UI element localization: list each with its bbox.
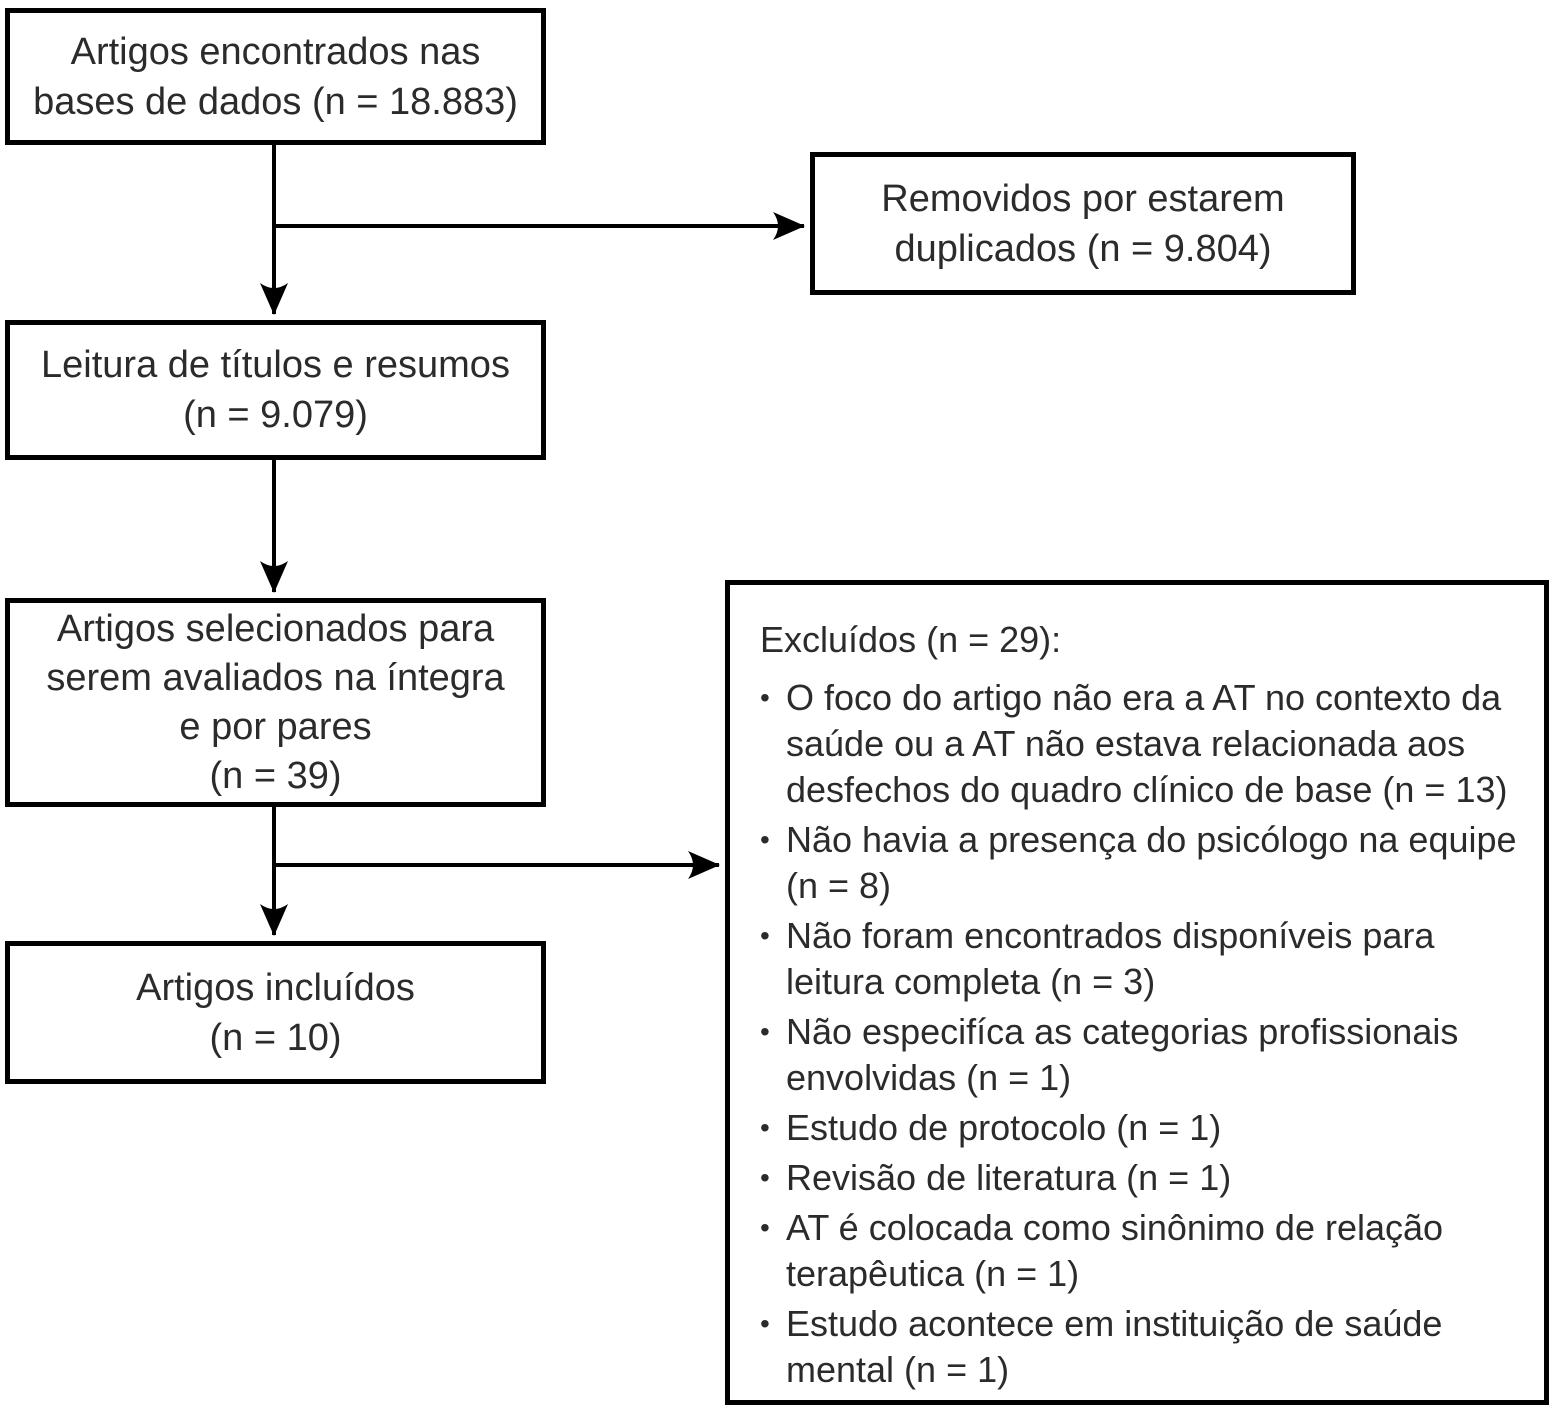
box-text-line: Artigos encontrados nas <box>70 30 481 73</box>
box-text-line: duplicados (n = 9.804) <box>894 227 1272 270</box>
bullet-icon: • <box>760 1212 770 1243</box>
box-articles-found: Artigos encontrados nas bases de dados (… <box>5 8 546 145</box>
box-fulltext-assessed: Artigos selecionados para serem avaliado… <box>5 598 546 807</box>
box-text-line: Artigos incluídos <box>136 966 415 1009</box>
box-text-line: (n = 39) <box>209 754 342 797</box>
exclusion-item-text: AT é colocada como sinônimo de relação t… <box>786 1207 1444 1294</box>
box-text-line: Removidos por estarem <box>881 177 1285 220</box>
exclusion-item-text: Estudo acontece em instituição de saúde … <box>786 1303 1443 1390</box>
bullet-icon: • <box>760 1308 770 1339</box>
exclusion-item: • Estudo de protocolo (n = 1) <box>760 1105 1526 1151</box>
exclusion-item-text: O foco do artigo não era a AT no context… <box>786 677 1508 810</box>
box-text-line: serem avaliados na íntegra <box>46 656 505 699</box>
bullet-icon: • <box>760 824 770 855</box>
exclusion-item: • O foco do artigo não era a AT no conte… <box>760 675 1526 813</box>
exclusion-item-text: Estudo de protocolo (n = 1) <box>786 1107 1222 1148</box>
exclusion-item: • Não havia a presença do psicólogo na e… <box>760 817 1526 909</box>
exclusion-item: • Revisão de literatura (n = 1) <box>760 1155 1526 1201</box>
box-text-line: (n = 10) <box>209 1016 342 1059</box>
exclusion-item-text: Não especifíca as categorias profissiona… <box>786 1011 1459 1098</box>
exclusion-item: • AT é colocada como sinônimo de relação… <box>760 1205 1526 1297</box>
box-text-line: e por pares <box>179 705 372 748</box>
box-text-line: Artigos selecionados para <box>56 607 495 650</box>
bullet-icon: • <box>760 682 770 713</box>
exclusion-item: • Estudo acontece em instituição de saúd… <box>760 1301 1526 1393</box>
exclusions-title: Excluídos (n = 29): <box>760 619 1062 660</box>
box-text-line: Leitura de títulos e resumos <box>41 344 510 386</box>
bullet-icon: • <box>760 1016 770 1047</box>
exclusion-item-text: Não havia a presença do psicólogo na equ… <box>786 819 1517 906</box>
box-duplicates-removed: Removidos por estarem duplicados (n = 9.… <box>810 152 1356 295</box>
box-titles-abstracts-read: Leitura de títulos e resumos (n = 9.079) <box>5 320 546 460</box>
exclusion-item-text: Revisão de literatura (n = 1) <box>786 1157 1232 1198</box>
bullet-icon: • <box>760 1162 770 1193</box>
exclusion-item-text: Não foram encontrados disponíveis para l… <box>786 915 1435 1002</box>
bullet-icon: • <box>760 1112 770 1143</box>
exclusions-list: • O foco do artigo não era a AT no conte… <box>760 675 1526 1393</box>
exclusion-item: • Não foram encontrados disponíveis para… <box>760 913 1526 1005</box>
box-articles-included: Artigos incluídos (n = 10) <box>5 941 546 1084</box>
exclusion-item: • Não especifíca as categorias profissio… <box>760 1009 1526 1101</box>
box-text-line: bases de dados (n = 18.883) <box>33 80 518 123</box>
bullet-icon: • <box>760 920 770 951</box>
box-text-line: (n = 9.079) <box>183 394 368 436</box>
box-exclusions: Excluídos (n = 29): • O foco do artigo n… <box>725 580 1549 1405</box>
